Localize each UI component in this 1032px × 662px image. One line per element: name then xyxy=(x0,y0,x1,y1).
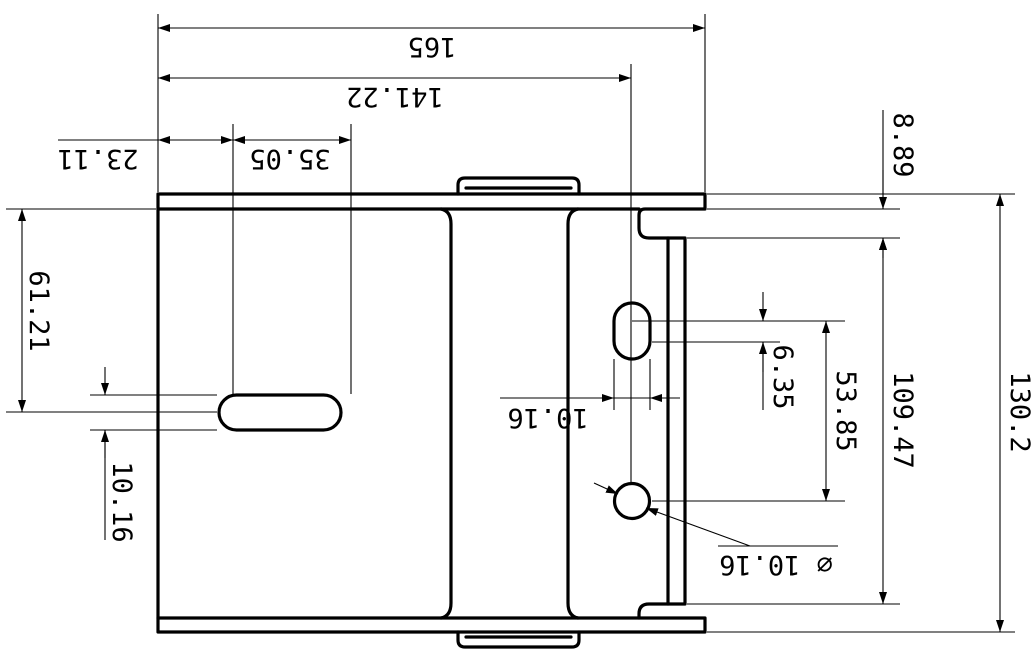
vertical-slot xyxy=(612,301,652,361)
dimension-labels: 165 141.22 23.11 35.05 8.89 109.47 130.2… xyxy=(23,31,1032,580)
horizontal-slot xyxy=(217,393,343,432)
dim-small-slot-height: 6.35 xyxy=(767,344,798,409)
part-outline xyxy=(156,176,707,649)
dim-hole-center-offset: 141.22 xyxy=(346,81,444,112)
dim-hole-spacing: 53.85 xyxy=(830,370,861,451)
dim-flange-height: 8.89 xyxy=(887,112,918,177)
dim-overall-width: 165 xyxy=(408,31,457,62)
round-hole xyxy=(612,481,652,521)
dim-inner-slot-width: 10.16 xyxy=(507,402,588,433)
dim-hole-diameter: ⌀ 10.16 xyxy=(719,549,833,580)
dim-inner-height: 109.47 xyxy=(887,371,918,469)
dimension-lines xyxy=(6,14,1015,633)
dim-left-offset: 23.11 xyxy=(57,143,138,174)
dim-overall-height: 130.2 xyxy=(1004,371,1032,452)
dim-slot-length: 35.05 xyxy=(249,143,330,174)
dim-slot-vertical-offset: 61.21 xyxy=(23,270,54,351)
dim-slot-width: 10.16 xyxy=(106,461,137,542)
